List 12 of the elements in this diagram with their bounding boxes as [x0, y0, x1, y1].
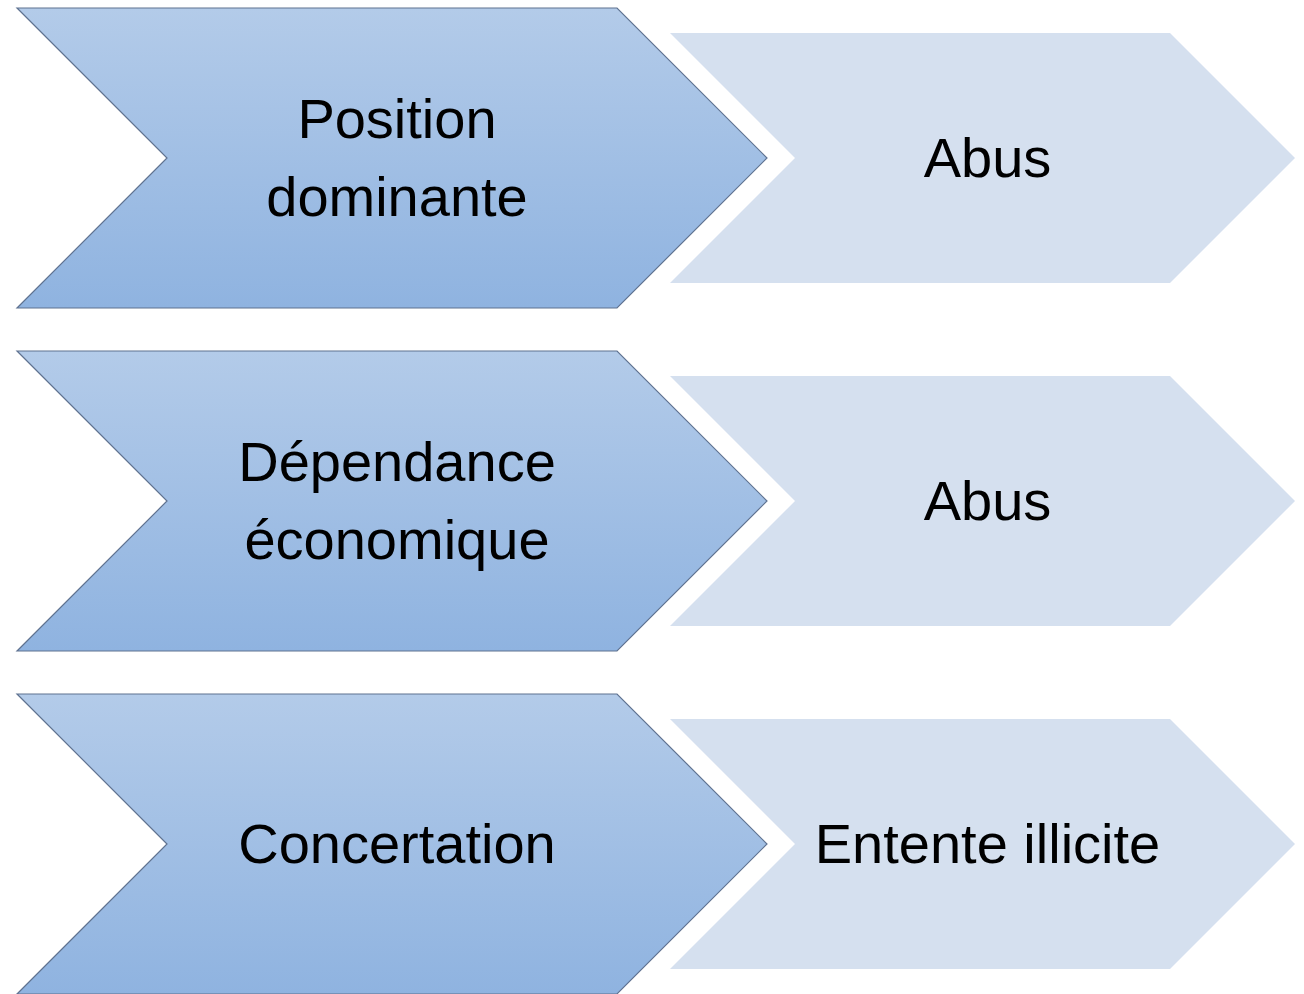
chevron-shape	[670, 376, 1295, 626]
chevron-shape	[670, 719, 1295, 969]
chevron-shape	[17, 694, 767, 994]
chevron-shape	[17, 8, 767, 308]
step-label: Position dominante	[265, 85, 529, 230]
step-label: Entente illicite	[814, 810, 1161, 877]
chevron-shape	[670, 33, 1295, 283]
step-label: Abus	[923, 467, 1052, 534]
step-label: Concertation	[238, 810, 556, 877]
step-label: Abus	[923, 124, 1052, 191]
chevron-shape	[17, 351, 767, 651]
step-label: Dépendance économique	[237, 428, 557, 573]
